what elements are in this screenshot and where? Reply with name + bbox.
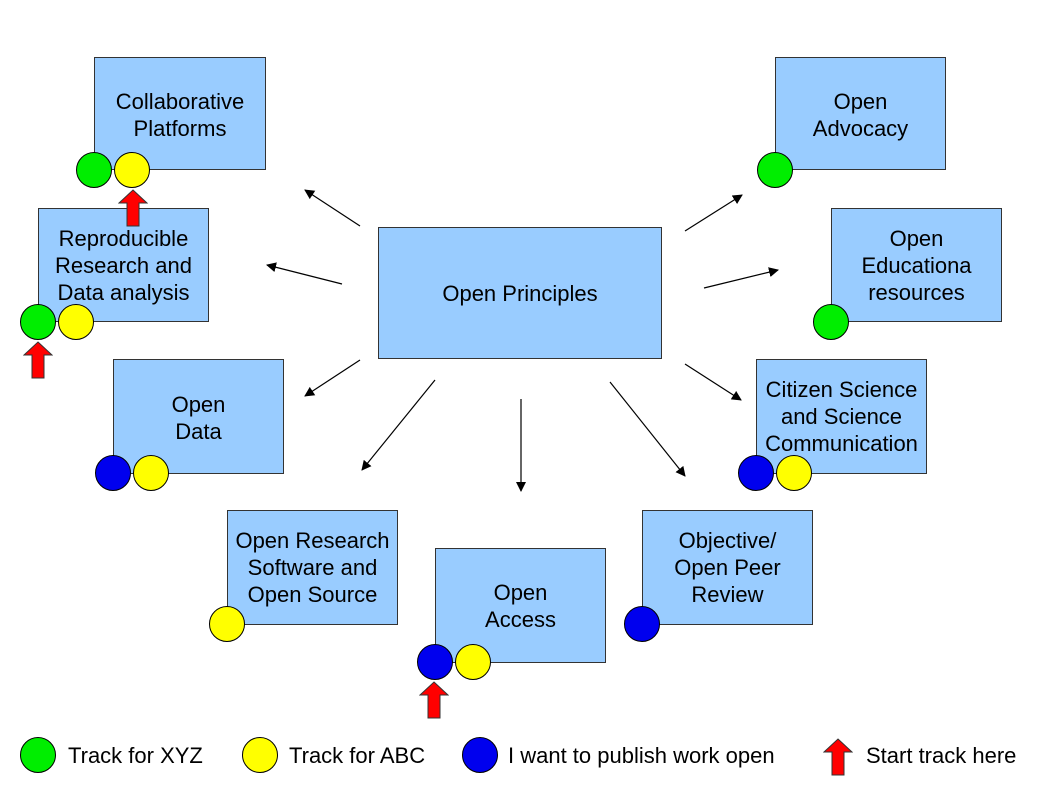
node-label-line: Access bbox=[485, 607, 556, 632]
reproducible-research-box: Reproducible Research and Data analysis bbox=[38, 208, 209, 322]
node-label-line: Data analysis bbox=[57, 279, 190, 305]
arrow-to-collaborative-platforms bbox=[304, 189, 361, 227]
node-label-line: Open Research bbox=[235, 528, 390, 553]
node-label-line: Review bbox=[691, 582, 764, 607]
track-xyz-marker bbox=[76, 152, 112, 188]
publish-open-marker bbox=[417, 644, 453, 680]
arrow-to-citizen-science bbox=[684, 363, 742, 401]
legend-start-track-label: Start track here bbox=[866, 743, 1017, 768]
legend-track-abc-label: Track for ABC bbox=[289, 743, 426, 768]
track-xyz-marker bbox=[813, 304, 849, 340]
legend-green-circle-icon bbox=[20, 737, 56, 773]
node-label-line: Advocacy bbox=[812, 116, 909, 141]
track-abc-marker bbox=[114, 152, 150, 188]
publish-open-marker bbox=[95, 455, 131, 491]
collaborative-platforms-box: Collaborative Platforms bbox=[94, 57, 266, 170]
arrow-to-open-research-software bbox=[361, 379, 436, 471]
open-data-box: Open Data bbox=[113, 359, 284, 474]
legend-publish-open-label: I want to publish work open bbox=[508, 743, 775, 768]
node-label-line: Communication bbox=[765, 431, 918, 456]
node-label-line: Software and bbox=[247, 555, 378, 580]
legend-yellow-circle-icon bbox=[242, 737, 278, 773]
arrow-to-open-data bbox=[304, 359, 361, 397]
node-label-line: Collaborative bbox=[115, 89, 245, 114]
node-label-line: Educationa bbox=[861, 252, 972, 278]
start-track-arrow-icon bbox=[419, 681, 449, 719]
open-advocacy-box: Open Advocacy bbox=[775, 57, 946, 170]
node-label-line: Objective/ bbox=[678, 528, 777, 553]
track-xyz-marker bbox=[757, 152, 793, 188]
open-research-software-box: Open Research Software and Open Source bbox=[227, 510, 398, 625]
node-label-line: Open bbox=[171, 392, 226, 417]
open-principles-label: Open Principles bbox=[442, 280, 598, 306]
legend-track-xyz-label: Track for XYZ bbox=[68, 743, 203, 768]
legend-blue-circle-icon bbox=[462, 737, 498, 773]
start-track-arrow-icon bbox=[118, 189, 148, 227]
track-abc-marker bbox=[58, 304, 94, 340]
node-label-line: Open bbox=[889, 225, 944, 251]
track-abc-marker bbox=[133, 455, 169, 491]
arrow-to-reproducible-research bbox=[266, 262, 343, 285]
citizen-science-box: Citizen Science and Science Communicatio… bbox=[756, 359, 927, 474]
arrow-to-open-educational bbox=[703, 267, 779, 289]
node-label-line: Open bbox=[833, 89, 888, 114]
publish-open-marker bbox=[624, 606, 660, 642]
open-educational-box: Open Educationa resources bbox=[831, 208, 1002, 322]
node-label-line: Research and bbox=[55, 252, 192, 278]
open-peer-review-box: Objective/ Open Peer Review bbox=[642, 510, 813, 625]
node-label-line: Open Source bbox=[247, 582, 378, 607]
start-track-arrow-icon bbox=[23, 341, 53, 379]
node-label-line: Reproducible bbox=[58, 225, 189, 251]
node-label-line: Open bbox=[493, 580, 548, 605]
publish-open-marker bbox=[738, 455, 774, 491]
arrow-to-open-advocacy bbox=[684, 194, 743, 232]
track-abc-marker bbox=[776, 455, 812, 491]
track-abc-marker bbox=[455, 644, 491, 680]
node-label-line: and Science bbox=[780, 404, 903, 429]
track-abc-marker bbox=[209, 606, 245, 642]
arrow-to-open-peer-review bbox=[609, 381, 686, 477]
node-label-line: Data bbox=[175, 419, 222, 444]
open-principles-box: Open Principles bbox=[378, 227, 662, 359]
node-label-line: resources bbox=[868, 279, 965, 305]
node-label-line: Citizen Science bbox=[765, 377, 918, 402]
node-label-line: Platforms bbox=[133, 116, 227, 141]
node-label-line: Open Peer bbox=[674, 555, 781, 580]
track-xyz-marker bbox=[20, 304, 56, 340]
open-access-box: Open Access bbox=[435, 548, 606, 663]
legend-start-arrow-icon bbox=[823, 738, 853, 776]
